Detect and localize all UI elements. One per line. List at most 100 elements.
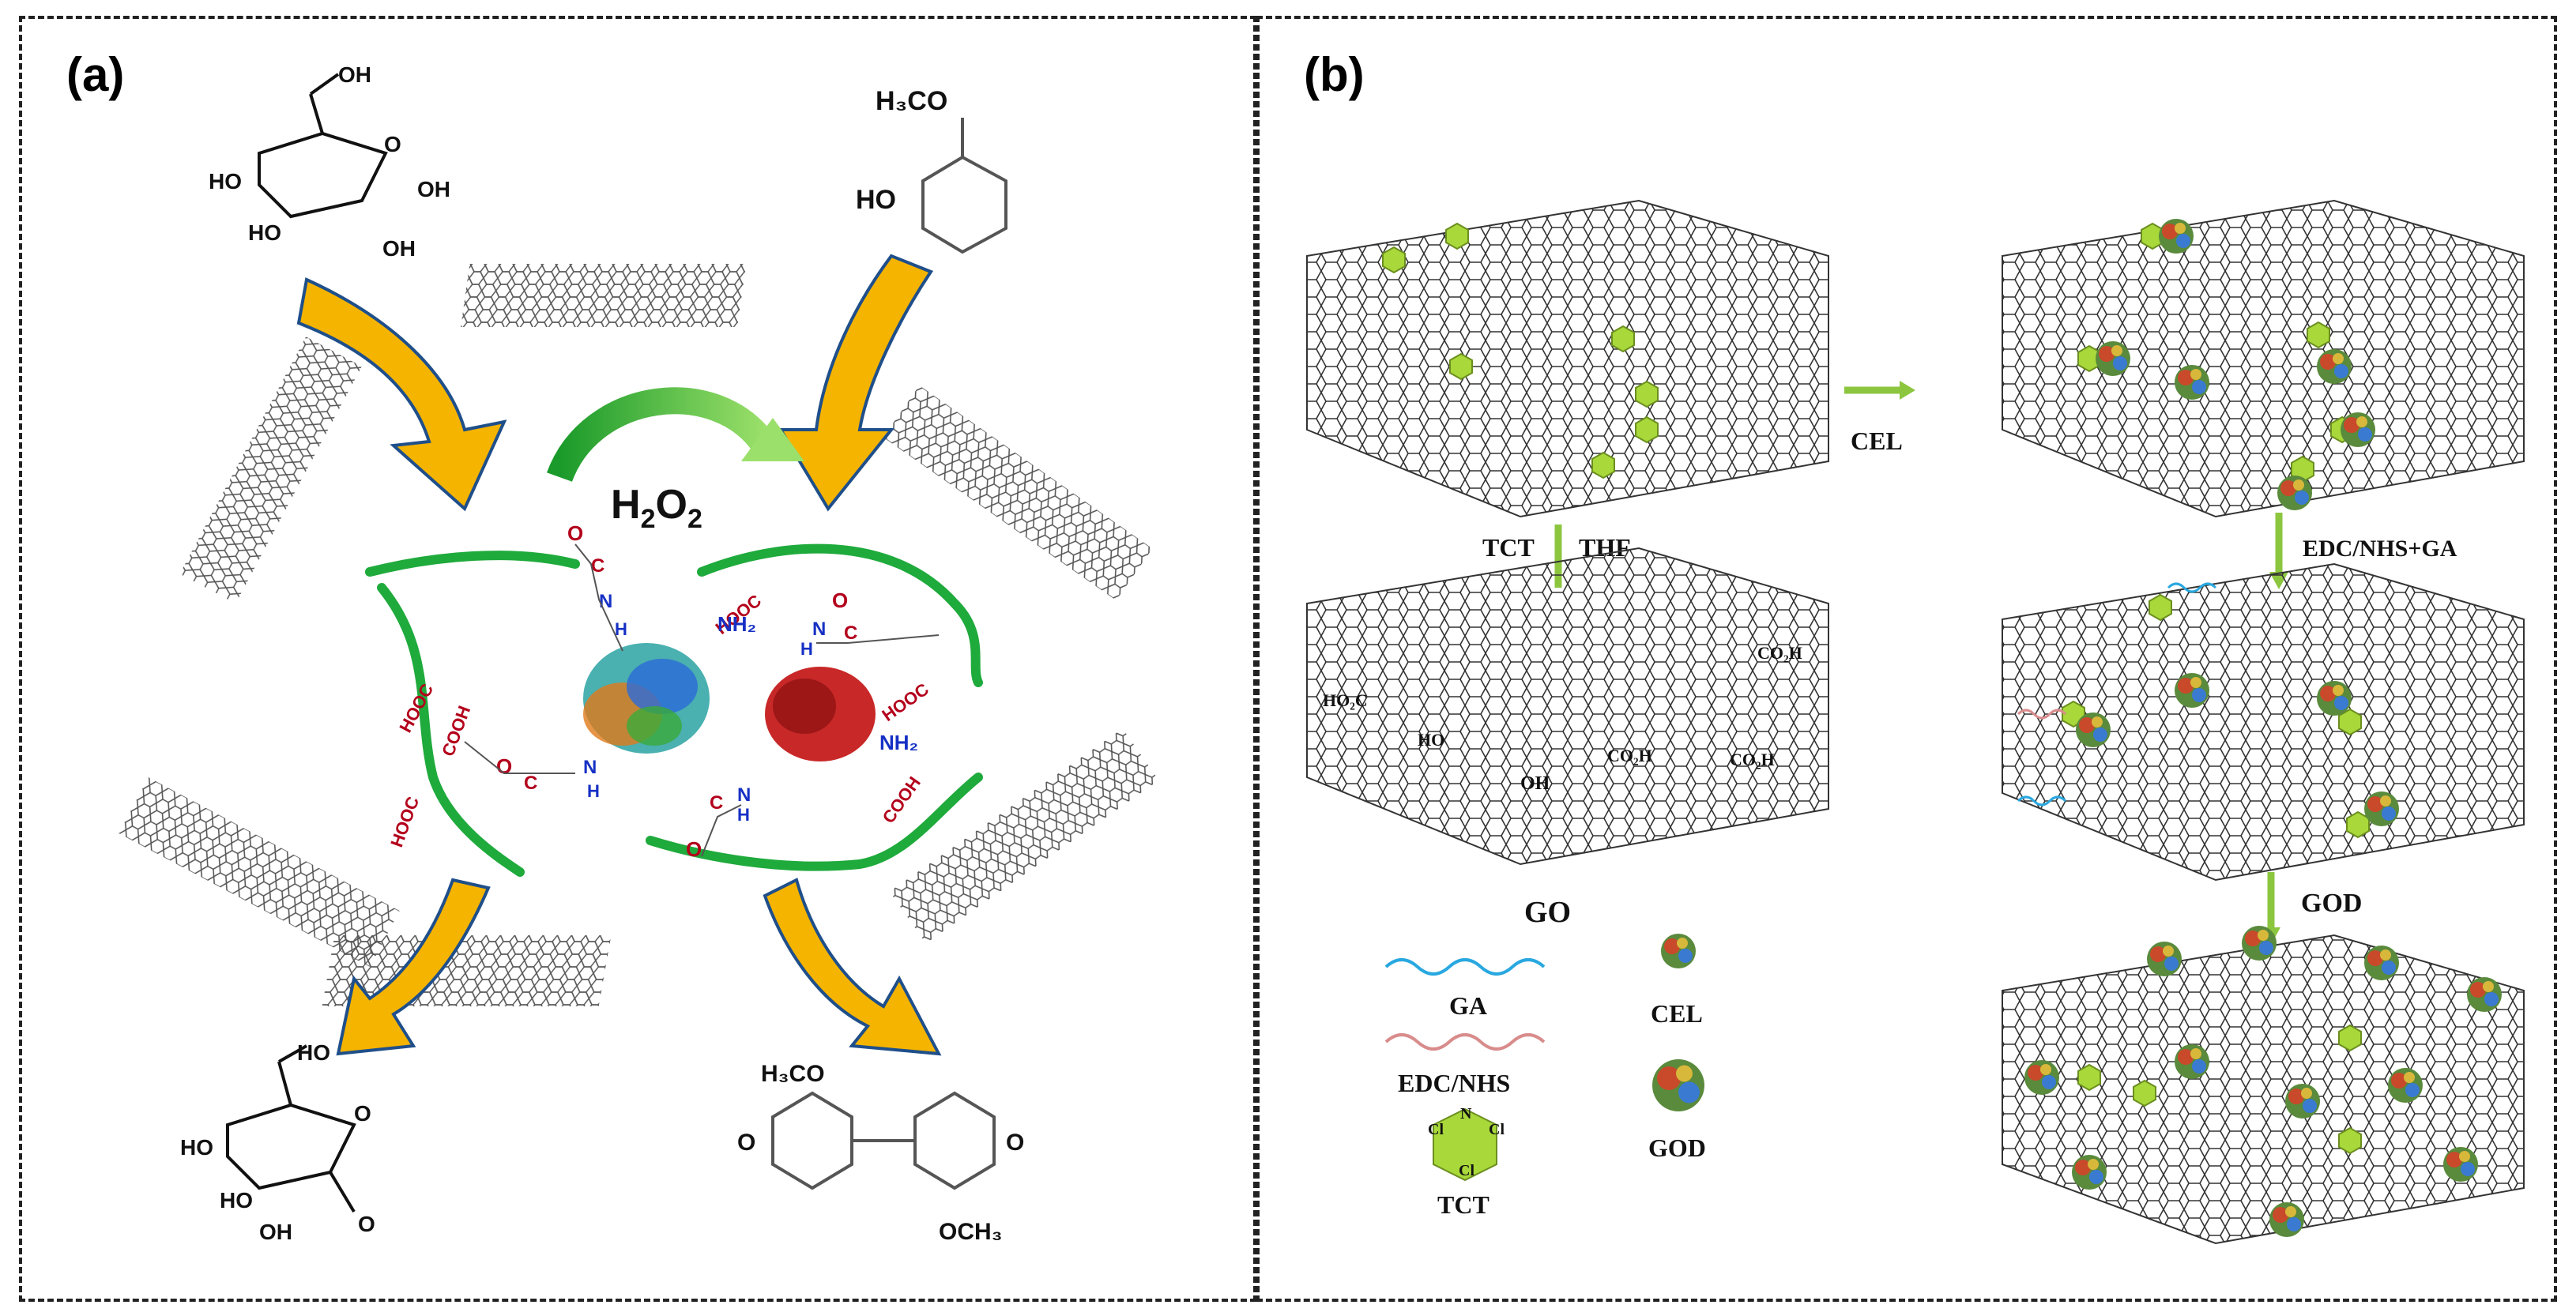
hooc-label-4: HOOC [879,679,932,725]
svg-text:N: N [737,784,751,806]
lactone-oh: OH [259,1220,292,1244]
svg-text:CO₂H: CO₂H [1607,746,1652,765]
svg-text:EDC/NHS: EDC/NHS [1398,1069,1510,1097]
svg-text:H: H [615,619,627,639]
amine-labels: NH₂ NH₂ [717,612,918,754]
svg-text:HO₂C: HO₂C [1323,690,1368,710]
cel-step-label: CEL [1851,427,1903,455]
glucose-oh-anomeric: OH [382,236,416,261]
svg-text:O: O [496,754,512,778]
arrow-gluconolactone-out [336,878,491,1056]
amide-links: O C N H O C N H O C N H O C N H [464,521,940,861]
arrow-guaiacol-in [778,254,934,512]
panel-a: (a) [19,16,1256,1302]
lactone-ho-top: HO [297,1040,330,1065]
svg-text:Cl: Cl [1428,1121,1444,1138]
go-crosslinked-sheet [2002,562,2525,882]
go-label: GO [1524,896,1571,929]
svg-text:O: O [832,588,848,612]
svg-text:CEL: CEL [1651,999,1703,1028]
go-plain-sheet: OH HO₂C CO₂H HO CO₂H CO₂H [1306,547,1829,866]
glucose-oh-right: OH [417,177,450,201]
lactone-ring-o: O [354,1101,371,1126]
panel-a-diagram: OH HO HO OH OH O H₃CO HO [119,62,1159,1245]
legend-edc-nhs: EDC/NHS [1384,1033,1546,1097]
glucose-oh-top: OH [338,62,371,87]
svg-text:H: H [800,639,813,659]
svg-text:N: N [1460,1105,1472,1122]
guaiacol-molecule: H₃CO HO [856,86,1007,254]
guaiacol-hydroxyl: HO [856,185,896,215]
svg-text:OH: OH [1520,773,1550,794]
quinone-methoxy-top: H₃CO [761,1061,825,1087]
svg-text:C: C [591,555,604,577]
go-tct-sheet [1306,199,1829,518]
svg-text:HO: HO [1418,730,1444,750]
tct-step-label: TCT [1482,533,1535,562]
nh2-label-1: NH₂ [717,612,756,636]
svg-text:C: C [524,773,537,794]
go-cel-sheet [2002,199,2525,518]
arrow-glucose-in [296,277,507,512]
svg-text:CO₂H: CO₂H [1757,643,1802,663]
edc-ga-step-label: EDC/NHS+GA [2303,536,2457,562]
enzyme-hrp [765,667,876,761]
svg-text:H2O2: H2O2 [611,482,702,534]
svg-text:TCT: TCT [1437,1190,1489,1219]
glucose-ho-bottom: HO [248,220,281,245]
panel-b: (b) [1256,16,2557,1302]
svg-text:C: C [710,792,723,814]
go-final-sheet [2002,926,2525,1245]
svg-text:N: N [812,619,826,640]
legend-cel: CEL [1651,934,1703,1028]
legend-god: GOD [1648,1059,1706,1162]
god-step-label: GOD [2301,889,2362,918]
graphene-sheet-top [461,264,747,327]
svg-text:CO₂H: CO₂H [1730,750,1775,769]
svg-text:Cl: Cl [1459,1162,1474,1179]
graphene-sheet-bottom-right [889,728,1159,944]
glucose-ho-left: HO [209,169,242,194]
lactone-ho-left: HO [180,1135,213,1160]
arrow-quinone-out [763,878,942,1056]
lactone-carbonyl-o: O [358,1212,375,1236]
guaiacol-methoxy: H₃CO [876,86,947,116]
quinone-o-left: O [737,1130,755,1156]
h2o2-label: H2O2 [611,482,702,534]
svg-text:N: N [583,757,597,778]
nh2-label-2: NH₂ [879,731,918,754]
quinone-dimer-molecule: H₃CO O O OCH₃ [737,1061,1024,1245]
hooc-label-1: HOOC [395,680,437,735]
glucose-ring-o: O [384,132,401,156]
graphene-sheet-right [883,385,1153,601]
arrow-god: GOD [2262,872,2362,945]
svg-text:GOD: GOD [1648,1134,1706,1162]
svg-text:N: N [599,591,612,612]
panel-b-label: (b) [1304,48,1365,101]
quinone-methoxy-bottom: OCH₃ [939,1219,1003,1245]
hooc-label-2: HOOC [386,794,423,850]
lactone-ho-bottom: HO [220,1188,253,1213]
svg-text:O: O [686,837,702,861]
svg-text:O: O [567,521,583,545]
svg-text:H: H [737,805,750,825]
legend-ga: GA [1384,958,1546,1020]
glucose-molecule: OH HO HO OH OH O [209,62,450,261]
legend: GA EDC/NHS Cl N Cl Cl TCT CEL GOD [1384,934,1706,1219]
graphene-sheet-left [179,337,362,604]
graphene-sheet-bottom-left [119,777,400,967]
quinone-o-right: O [1006,1130,1024,1156]
panel-a-label: (a) [66,48,125,101]
svg-text:H: H [587,781,600,801]
arrow-cel: CEL [1844,381,1915,455]
svg-text:GA: GA [1449,991,1487,1020]
panel-b-diagram: CEL TCT THF OH HO₂C CO₂H [1306,199,2525,1245]
enzyme-god [583,643,710,754]
svg-text:Cl: Cl [1489,1121,1505,1138]
h2o2-green-arrow [547,387,804,483]
cooh-label-1: COOH [438,703,474,759]
gluconolactone-molecule: HO HO HO OH O O [180,1040,375,1244]
cooh-label-2: COOH [879,773,925,826]
legend-tct: Cl N Cl Cl TCT [1428,1105,1505,1219]
svg-text:C: C [844,622,857,644]
